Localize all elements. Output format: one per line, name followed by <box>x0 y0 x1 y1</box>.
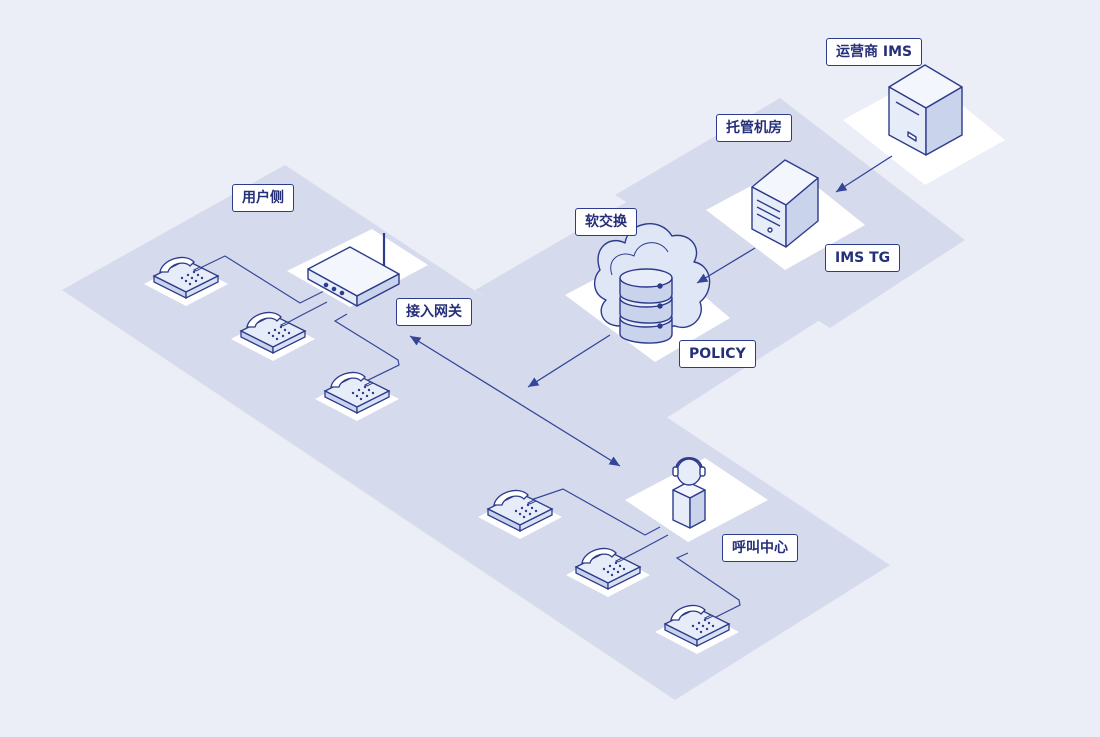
label-access-gateway: 接入网关 <box>396 298 472 326</box>
arrow-carrier-to-hosting <box>835 155 893 193</box>
label-call-center: 呼叫中心 <box>722 534 798 562</box>
label-hosting-room: 托管机房 <box>716 114 792 142</box>
agent-headset-icon <box>672 457 706 529</box>
signal-arrows <box>409 155 893 467</box>
label-carrier-ims: 运营商 IMS <box>826 38 923 66</box>
router-icon <box>307 233 400 307</box>
cloud-server-stack-icon <box>593 223 711 344</box>
label-ims-tg: IMS TG <box>825 244 901 272</box>
user-side-wiring <box>195 255 741 626</box>
label-policy: POLICY <box>679 340 756 368</box>
arrow-gateway-call-center <box>409 335 621 467</box>
server-box-icon <box>888 64 963 156</box>
label-softswitch: 软交换 <box>575 208 637 236</box>
label-user-side: 用户侧 <box>232 184 294 212</box>
tower-server-icon <box>751 159 819 248</box>
arrow-hosting-to-softswitch <box>696 247 756 284</box>
server-disk-stack <box>619 268 673 344</box>
